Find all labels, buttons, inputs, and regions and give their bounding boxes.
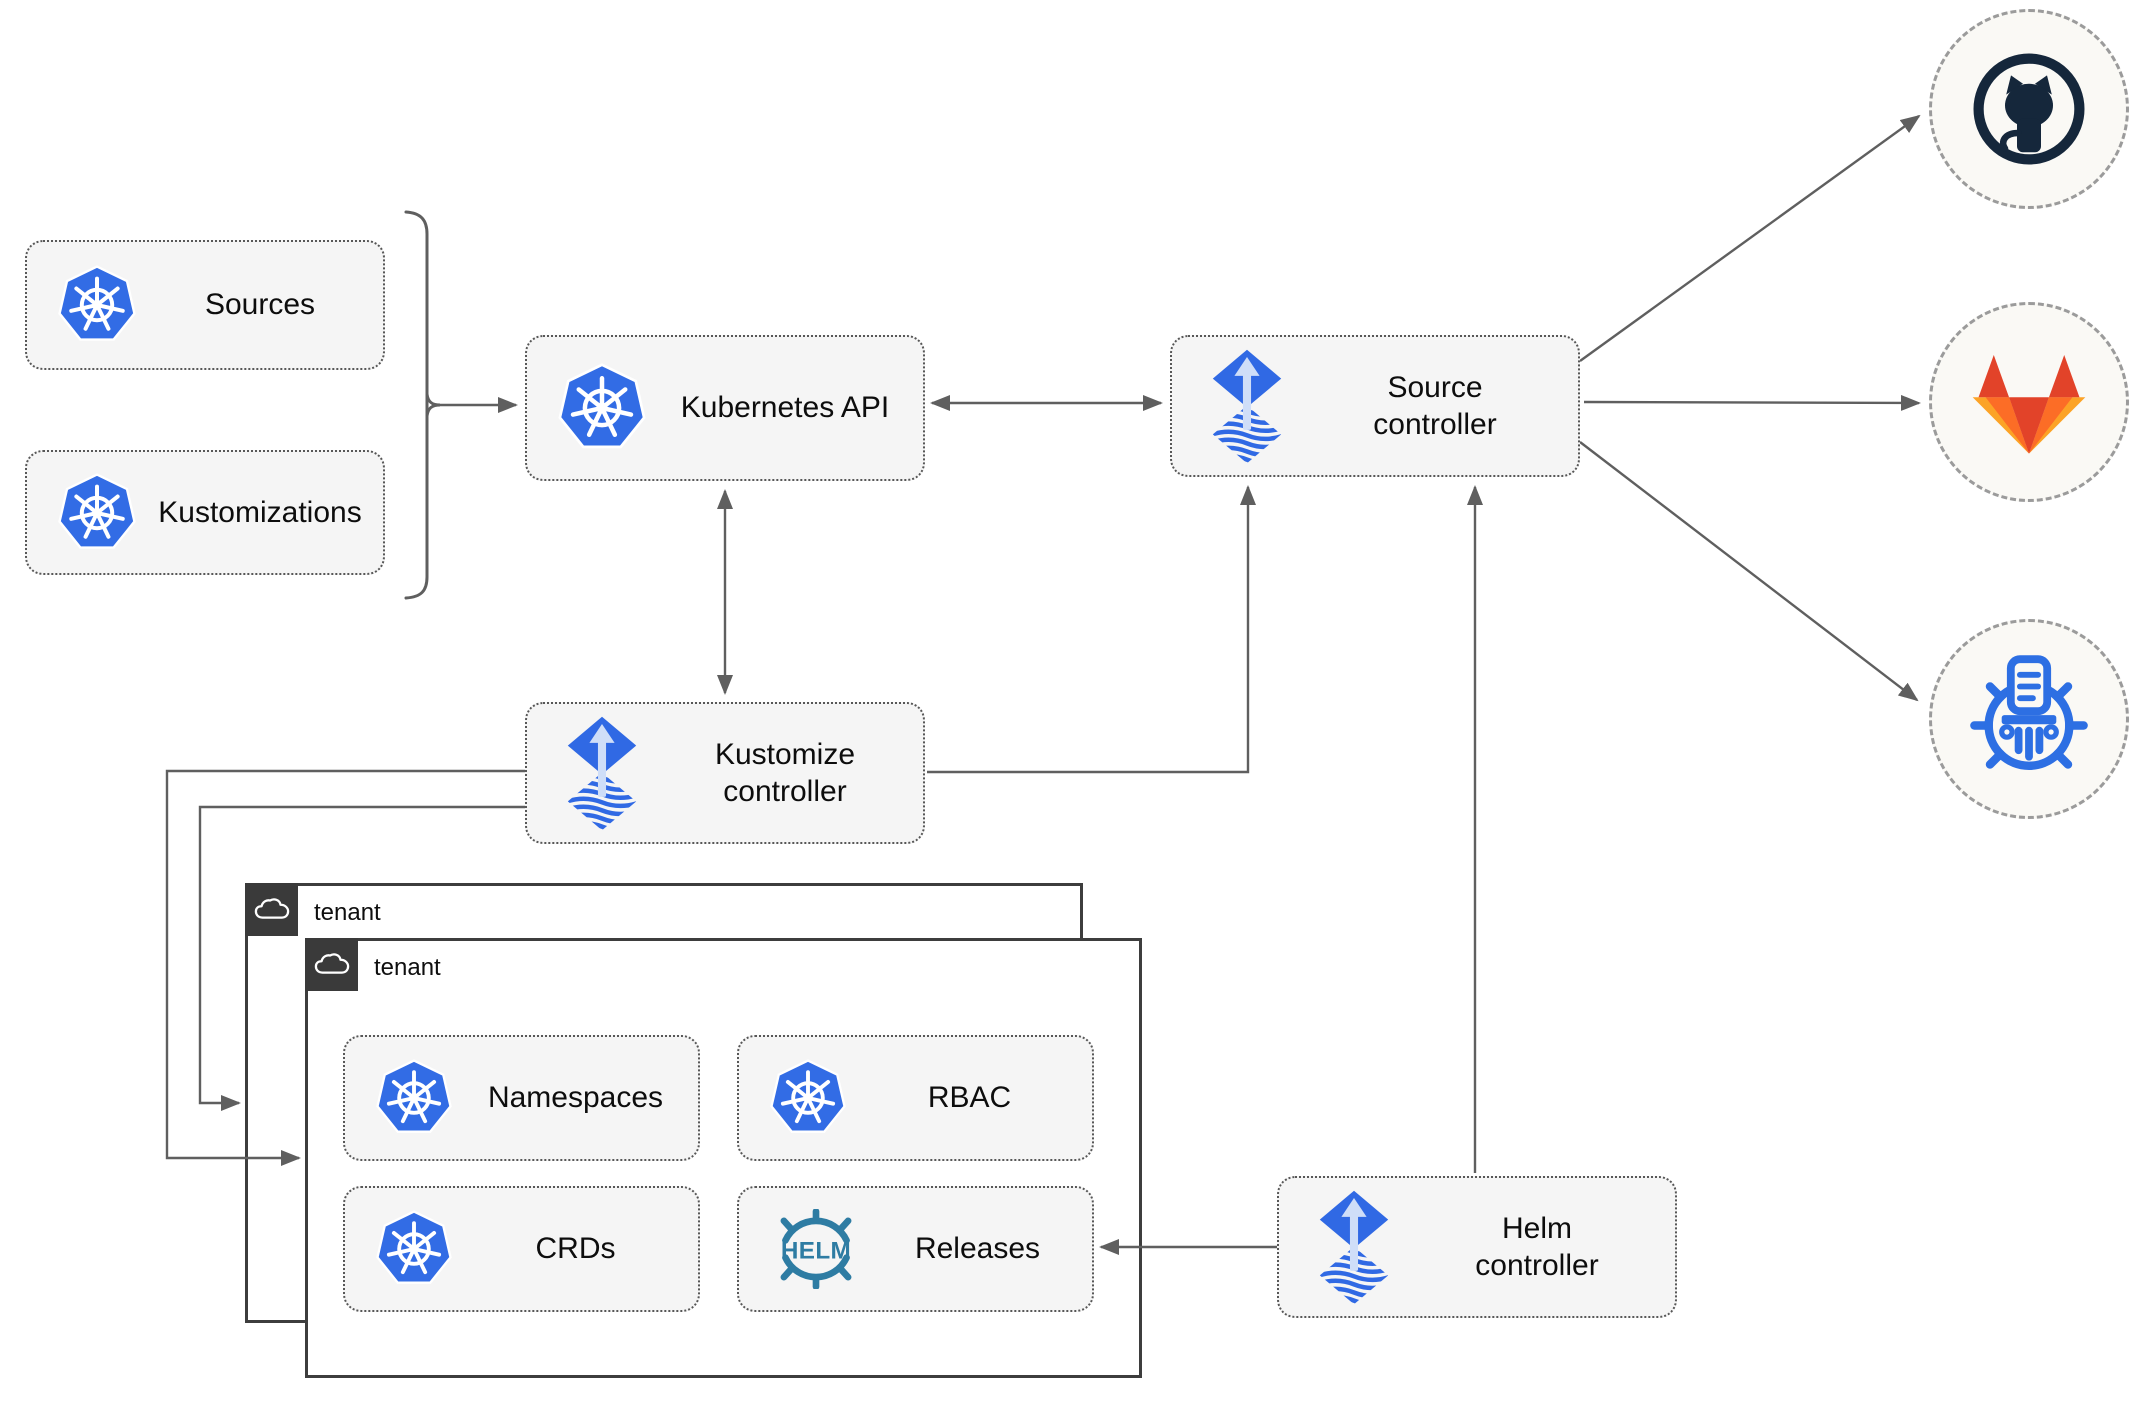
helm-repository-icon bbox=[1970, 655, 2088, 771]
helm-icon: HELM bbox=[769, 1209, 863, 1289]
node-kustomize-controller: Kustomize controller bbox=[525, 702, 925, 844]
connector-source-controller-gitlab bbox=[1583, 394, 1921, 411]
external-github bbox=[1929, 9, 2129, 209]
kubernetes-icon bbox=[769, 1057, 847, 1139]
node-kubernetes-api: Kubernetes API bbox=[525, 335, 925, 481]
node-rbac-label: RBAC bbox=[927, 1081, 1012, 1114]
node-rbac: RBAC bbox=[737, 1035, 1094, 1161]
tenant-inner-tab bbox=[305, 938, 358, 991]
bracket-fillet-bottom bbox=[425, 403, 441, 417]
node-kustomize-controller-label: Kustomize controller bbox=[714, 737, 856, 809]
node-helm-controller-label: Helm controller bbox=[1475, 1211, 1599, 1283]
node-releases: HELM Releases bbox=[737, 1186, 1094, 1312]
node-releases-label: Releases bbox=[914, 1232, 1041, 1265]
external-helm-repository bbox=[1929, 619, 2129, 819]
kubernetes-icon bbox=[557, 361, 647, 455]
flux-icon bbox=[1309, 1189, 1399, 1306]
cloud-icon bbox=[254, 897, 289, 919]
bracket-sources-group bbox=[404, 210, 429, 600]
node-sources: Sources bbox=[25, 240, 385, 370]
node-source-controller: Source controller bbox=[1170, 335, 1580, 477]
kubernetes-icon bbox=[57, 263, 137, 347]
tenant-outer-label: tenant bbox=[314, 899, 381, 926]
node-kubernetes-api-label: Kubernetes API bbox=[680, 391, 890, 424]
node-kustomizations-label: Kustomizations bbox=[158, 495, 362, 529]
flux-icon bbox=[1202, 348, 1292, 465]
node-source-controller-label: Source controller bbox=[1373, 370, 1497, 442]
tenant-inner-label: tenant bbox=[374, 954, 441, 981]
tenant-outer-tab bbox=[245, 883, 298, 936]
bracket-fillet-top bbox=[425, 393, 441, 407]
kubernetes-icon bbox=[375, 1057, 453, 1139]
kubernetes-icon bbox=[375, 1208, 453, 1290]
github-icon bbox=[1973, 53, 2085, 165]
helm-logo-text: HELM bbox=[781, 1237, 851, 1264]
external-gitlab bbox=[1929, 302, 2129, 502]
gitlab-icon bbox=[1972, 355, 2086, 454]
node-kustomizations: Kustomizations bbox=[25, 450, 385, 575]
node-namespaces: Namespaces bbox=[343, 1035, 700, 1161]
kubernetes-icon bbox=[57, 471, 137, 555]
connector-source-controller-helm-repository bbox=[1579, 441, 1919, 702]
node-crds-label: CRDs bbox=[535, 1232, 616, 1265]
cloud-icon bbox=[314, 952, 349, 974]
node-sources-label: Sources bbox=[204, 288, 316, 321]
flux-icon bbox=[557, 715, 647, 832]
node-helm-controller: Helm controller bbox=[1277, 1176, 1677, 1318]
connector-kustomize-controller-source-controller bbox=[927, 485, 1256, 774]
connector-source-controller-github bbox=[1579, 114, 1921, 362]
node-crds: CRDs bbox=[343, 1186, 700, 1312]
node-namespaces-label: Namespaces bbox=[487, 1081, 664, 1114]
